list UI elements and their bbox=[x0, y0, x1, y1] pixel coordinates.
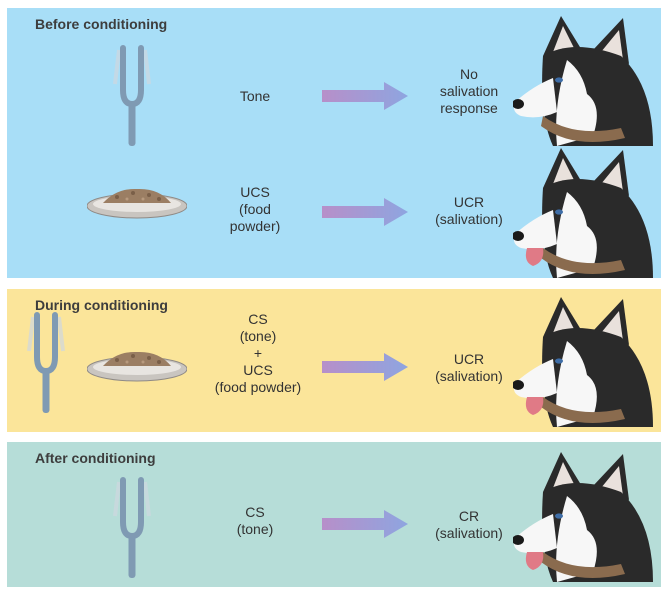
dog-icon bbox=[513, 452, 653, 582]
ucs-food-powder-label: UCS (food powder) bbox=[229, 184, 281, 234]
cs-plus-ucs-label: CS (tone) + UCS (food powder) bbox=[214, 311, 302, 395]
after-conditioning-panel: After conditioning CS (tone) CR (salivat… bbox=[7, 442, 661, 587]
dog-icon bbox=[513, 148, 653, 278]
food-bowl-icon bbox=[87, 351, 187, 382]
arrow-right-icon bbox=[322, 82, 408, 110]
arrow-right-icon bbox=[322, 510, 408, 538]
ucr-salivation-label: UCR (salivation) bbox=[435, 351, 503, 384]
dog-icon bbox=[513, 16, 653, 146]
tuning-fork-icon bbox=[109, 44, 155, 148]
tone-stimulus-label: Tone bbox=[239, 88, 271, 104]
tuning-fork-icon bbox=[23, 311, 69, 415]
no-salivation-response-label: No salivation response bbox=[439, 66, 499, 116]
during-conditioning-panel: During conditioning CS (tone) + UCS (foo… bbox=[7, 289, 661, 432]
cs-tone-label: CS (tone) bbox=[236, 504, 274, 537]
before-conditioning-title: Before conditioning bbox=[35, 16, 168, 32]
dog-icon bbox=[513, 297, 653, 427]
after-conditioning-title: After conditioning bbox=[35, 450, 156, 466]
tuning-fork-icon bbox=[109, 476, 155, 580]
arrow-right-icon bbox=[322, 198, 408, 226]
before-conditioning-panel: Before conditioning Tone No salivation r… bbox=[7, 8, 661, 278]
ucr-salivation-label: UCR (salivation) bbox=[435, 194, 503, 227]
during-conditioning-title: During conditioning bbox=[35, 297, 168, 313]
arrow-right-icon bbox=[322, 353, 408, 381]
food-bowl-icon bbox=[87, 188, 187, 219]
cr-salivation-label: CR (salivation) bbox=[435, 508, 503, 541]
